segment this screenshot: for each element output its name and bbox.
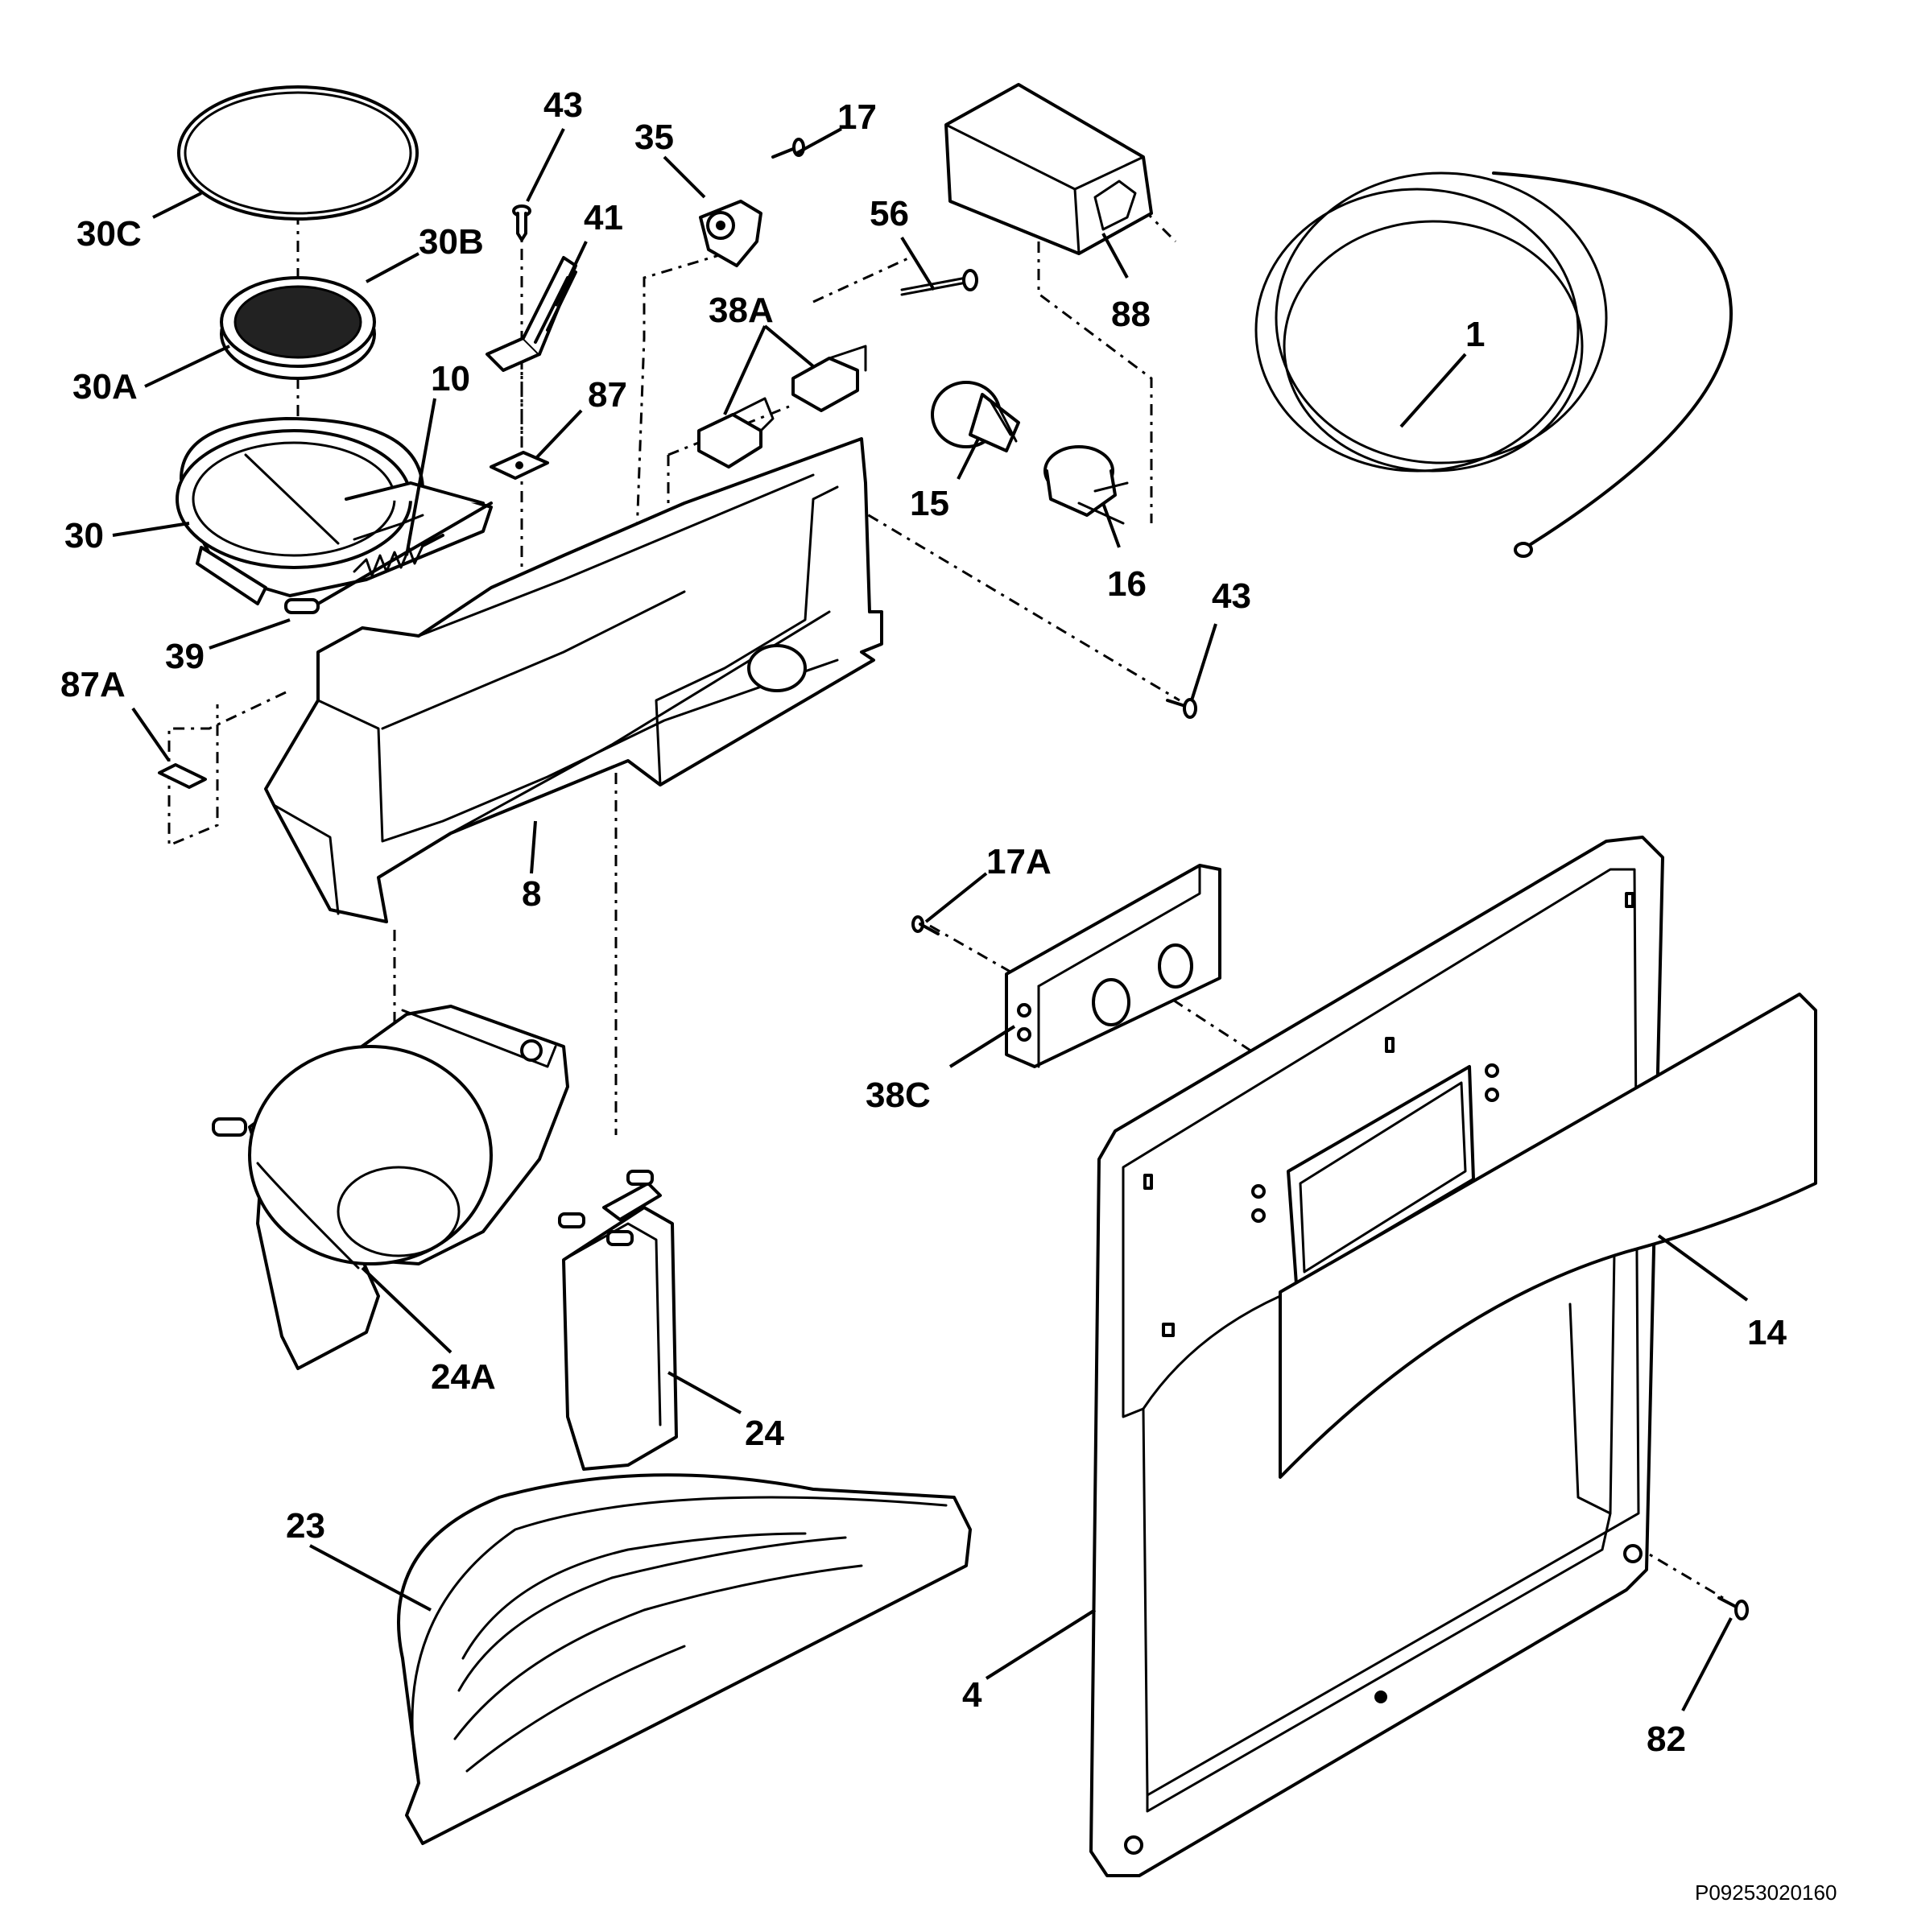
flapper-door-part bbox=[176, 417, 493, 605]
tubing-coil-part bbox=[1254, 171, 1733, 558]
leader-lines bbox=[112, 127, 1749, 1711]
switch-bracket-part bbox=[1005, 864, 1221, 1068]
callout-82: 82 bbox=[1647, 1719, 1686, 1759]
housing-part bbox=[264, 437, 883, 923]
cover-box-part bbox=[944, 83, 1153, 255]
drip-tray-part bbox=[397, 1473, 972, 1845]
clip-part bbox=[158, 763, 207, 789]
callout-43-right: 43 bbox=[1212, 576, 1251, 616]
bracket-part bbox=[486, 256, 577, 372]
callout-labels: 30C 30B 30A 30 10 39 43 41 87 87A 8 35 1… bbox=[60, 85, 1787, 1759]
callout-38c: 38C bbox=[866, 1075, 931, 1115]
callout-41: 41 bbox=[584, 198, 623, 237]
callout-38a: 38A bbox=[709, 291, 774, 330]
knob-switch-part bbox=[699, 200, 762, 267]
callout-87a: 87A bbox=[60, 665, 126, 704]
callout-43-top: 43 bbox=[543, 85, 583, 125]
callout-24a: 24A bbox=[431, 1357, 496, 1397]
callout-23: 23 bbox=[286, 1506, 325, 1546]
document-id: P09253020160 bbox=[1695, 1880, 1837, 1905]
callout-17a: 17A bbox=[986, 842, 1052, 881]
plate-part bbox=[490, 451, 549, 480]
callout-30c: 30C bbox=[76, 214, 142, 254]
screw-82-part bbox=[1717, 1596, 1749, 1620]
bulb-part bbox=[931, 381, 1020, 452]
flap-door-part bbox=[558, 1170, 678, 1471]
micro-switches-part bbox=[697, 345, 867, 469]
callout-56: 56 bbox=[870, 194, 909, 233]
callout-88: 88 bbox=[1111, 295, 1151, 334]
screw-17a-part bbox=[911, 915, 940, 935]
callout-1: 1 bbox=[1465, 315, 1485, 354]
socket-part bbox=[1043, 445, 1129, 525]
callout-35: 35 bbox=[634, 118, 674, 157]
callout-39: 39 bbox=[165, 637, 205, 676]
callout-17: 17 bbox=[837, 97, 877, 137]
callout-8: 8 bbox=[522, 874, 541, 914]
long-screw-part bbox=[900, 269, 978, 296]
callout-14: 14 bbox=[1747, 1313, 1787, 1352]
ice-chute-part bbox=[212, 1005, 569, 1370]
screw-17-part bbox=[771, 138, 805, 159]
callout-16: 16 bbox=[1107, 564, 1147, 604]
screw-right-part bbox=[1166, 698, 1197, 719]
callout-10: 10 bbox=[431, 359, 470, 398]
callout-87: 87 bbox=[588, 375, 627, 415]
callout-4: 4 bbox=[962, 1675, 982, 1715]
callout-30a: 30A bbox=[72, 367, 138, 407]
callout-15: 15 bbox=[910, 484, 949, 523]
filter-disc-part bbox=[220, 276, 376, 380]
callout-24: 24 bbox=[745, 1414, 784, 1453]
gasket-ring-part bbox=[177, 85, 419, 221]
overlay-panel-part bbox=[1279, 993, 1817, 1479]
callout-30b: 30B bbox=[419, 222, 484, 262]
screw-top-part bbox=[512, 204, 531, 242]
callout-30: 30 bbox=[64, 516, 104, 555]
pin-part bbox=[284, 502, 493, 614]
